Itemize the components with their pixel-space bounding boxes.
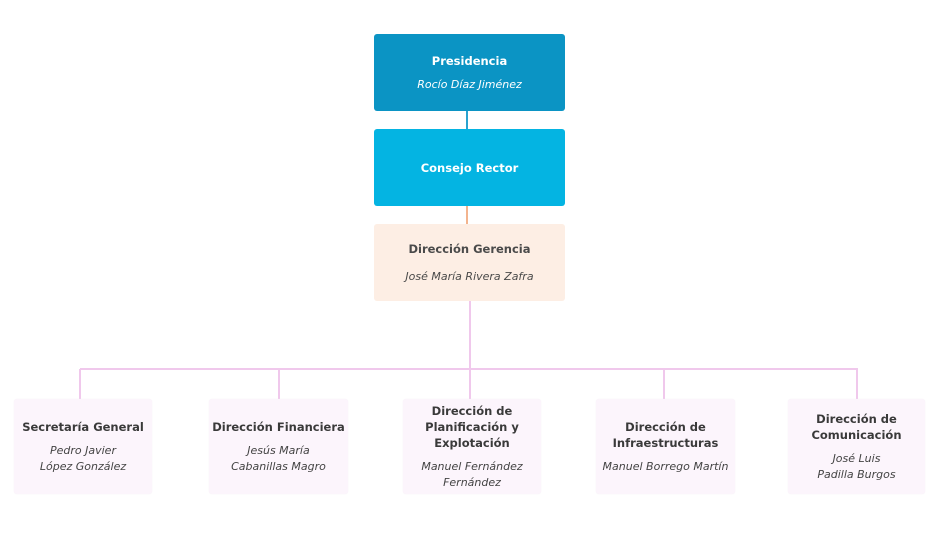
node-title: Consejo Rector xyxy=(420,160,519,175)
node-title-line: Explotación xyxy=(434,435,510,450)
node-person: José Luis Padilla Burgos xyxy=(817,451,895,483)
node-presidencia: Presidencia Rocío Díaz Jiménez xyxy=(374,34,565,111)
node-person-line: Manuel Borrego Martín xyxy=(602,459,729,473)
node-title-line: Dirección de xyxy=(431,403,513,418)
node-title-line: Dirección de xyxy=(816,411,897,426)
node-person-line: López González xyxy=(39,459,127,473)
node-title: Presidencia xyxy=(431,53,508,68)
node-person: Manuel Fernández Fernández xyxy=(421,459,522,491)
node-direccion-financiera: Dirección Financiera Jesús María Cabanil… xyxy=(209,399,348,494)
node-secretaria-general: Secretaría General Pedro Javier López Go… xyxy=(14,399,152,494)
node-title: Dirección de Infraestructuras xyxy=(613,419,719,451)
node-title-line: Dirección de xyxy=(625,419,706,434)
node-title-line: Comunicación xyxy=(811,427,902,442)
node-person-line: Jesús María xyxy=(247,443,310,457)
connector-child-0 xyxy=(79,369,81,399)
node-person-line: Padilla Burgos xyxy=(817,467,896,481)
node-title: Dirección de Planificación y Explotación xyxy=(425,403,519,451)
node-person: Rocío Díaz Jiménez xyxy=(417,77,522,91)
node-title: Dirección Financiera xyxy=(212,419,345,434)
node-direccion-infraestructuras: Dirección de Infraestructuras Manuel Bor… xyxy=(596,399,735,494)
node-direccion-planificacion: Dirección de Planificación y Explotación… xyxy=(403,399,541,494)
connector-presidencia-consejo xyxy=(466,111,468,129)
node-direccion-gerencia: Dirección Gerencia José María Rivera Zaf… xyxy=(374,224,565,301)
node-title: Dirección Gerencia xyxy=(408,241,531,256)
node-person: José María Rivera Zafra xyxy=(405,269,534,283)
node-person-line: Fernández xyxy=(443,475,501,489)
node-person: Manuel Borrego Martín xyxy=(603,459,729,475)
node-person: Jesús María Cabanillas Magro xyxy=(231,443,326,475)
connector-child-4 xyxy=(856,369,858,399)
node-consejo-rector: Consejo Rector xyxy=(374,129,565,206)
node-person-line: Manuel Fernández xyxy=(421,459,523,473)
connector-child-3 xyxy=(663,369,665,399)
node-title-line: Infraestructuras xyxy=(612,435,719,450)
node-person-line: José Luis xyxy=(832,451,881,465)
node-title-line: Planificación y xyxy=(425,419,519,434)
node-person-line: Pedro Javier xyxy=(50,443,116,457)
connector-consejo-gerencia xyxy=(466,206,468,224)
node-title: Secretaría General xyxy=(22,419,144,434)
node-title: Dirección de Comunicación xyxy=(811,411,901,443)
node-direccion-comunicacion: Dirección de Comunicación José Luis Padi… xyxy=(788,399,925,494)
connector-child-1 xyxy=(278,369,280,399)
node-person: Pedro Javier López González xyxy=(40,443,126,475)
connector-child-2 xyxy=(469,369,471,399)
connector-gerencia-down xyxy=(469,301,471,369)
node-person-line: Cabanillas Magro xyxy=(231,459,326,473)
